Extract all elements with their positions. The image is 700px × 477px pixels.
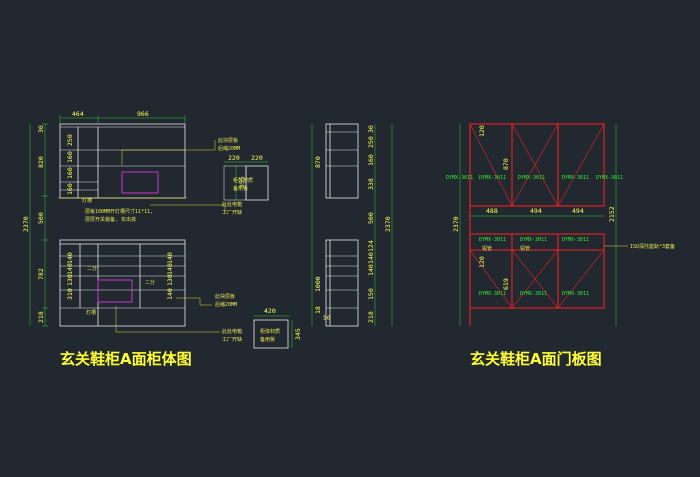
side-r-30: 30 [367,125,375,133]
dim-inner-130: 130 [66,274,74,286]
dim-left-total: 2370 [22,216,30,232]
dim-inner-r140: 140 [166,288,174,300]
note-lower-plank-2: 后缩20MM [215,301,237,308]
note-lower-factory-2: 工厂开缺 [222,336,242,343]
side-dim-870: 870 [314,156,322,168]
door-code-u1: DYMX-3011 [446,175,473,181]
door-dim-120b: 120 [478,256,486,268]
side-r-500: 500 [367,212,375,224]
dim-inner-r140c: 140 [166,252,174,264]
door-dim-total: 2370 [452,216,460,232]
note-lower-box-1: 柜体材质 [260,328,280,335]
note-lower-factory-1: 此处电箱 [222,328,242,335]
door-code-u5: DYMX-3011 [596,175,623,181]
side-dim-50: 50 [323,314,331,322]
light-slot-lower: 灯槽 [86,309,96,316]
door-code-m1: DYMX-3011 [479,237,506,243]
dim-small2-h: 345 [294,328,302,340]
note-upper-box-1: 柜体材质 [233,177,253,184]
note-mid-2: 层厚开关装备, 实出孩 [85,216,136,223]
side-r-140a: 140 [367,252,375,264]
door-dim-870: 870 [502,158,510,170]
dim-small-w2: 220 [251,154,263,162]
mark-b: 二分 [145,279,155,286]
side-view: 870 1000 18 50 30 250 160 338 500 124 14… [311,123,393,327]
dim-inner-160a: 160 [66,151,74,163]
dim-left-218: 218 [37,311,45,323]
dim-inner-160c: 160 [66,183,74,195]
dim-inner-250: 250 [66,134,74,146]
door-code-m3: DYMX-3011 [562,237,589,243]
note-upper-plank-1: 此块层板 [218,137,238,144]
dim-left-500: 500 [37,212,45,224]
door-side-note: ISO深托座轨*3套备 [630,243,675,250]
dim-small-w1: 220 [228,154,240,162]
dim-inner-r140b: 140 [166,263,174,275]
door-dim-619: 619 [502,278,510,290]
body-view-title: 玄关鞋柜A面柜体图 [60,350,192,368]
door-code-u2: DYMX-3011 [479,175,506,181]
note-upper-box-2: 备用板 [233,185,248,192]
dim-inner-160b: 160 [66,167,74,179]
side-r-140b: 140 [367,264,375,276]
door-code-l3: DYMX-3011 [562,291,589,297]
mark-a: 二分 [87,265,97,272]
door-dim-120a: 120 [478,125,486,137]
dim-top-left: 464 [72,110,84,118]
body-front-view: 464 966 30 820 500 782 218 2370 250 160 … [22,110,302,368]
door-code-u4: DYMX-3011 [562,175,589,181]
door-panel-view: 2370 120 870 2152 DYMX-3011 DYMX-3011 DY… [446,123,675,368]
dim-inner-140b: 140 [66,252,74,264]
door-code-l2: DYMX-3011 [520,291,547,297]
light-slot-upper: 灯槽 [82,197,92,204]
side-r-124: 124 [367,240,375,252]
note-mid-1: 层板100MM开灯槽尺寸11*11, [85,208,153,215]
side-r-150: 150 [367,288,375,300]
door-handle-1: 铝管 [482,245,492,252]
door-code-l1: DYMX-3011 [479,291,506,297]
side-r-250: 250 [367,136,375,148]
door-code-m2: DYMX-3011 [520,237,547,243]
door-view-title: 玄关鞋柜A面门板图 [470,350,602,368]
dim-small-h: 355 [238,176,246,188]
door-handle-2: 铝管 [520,245,530,252]
dim-left-820: 820 [37,156,45,168]
door-dim-494b: 494 [572,207,584,215]
dim-inner-r130: 130 [166,274,174,286]
side-r-218: 218 [367,311,375,323]
door-dim-488: 488 [486,207,498,215]
note-upper-factory-1: 此处电箱 [222,201,242,208]
side-r-338: 338 [367,178,375,190]
door-dim-2152: 2152 [608,206,616,222]
note-lower-plank-1: 此块层板 [215,293,235,300]
dim-top-right: 966 [137,110,149,118]
dim-inner-310: 310 [66,288,74,300]
door-dim-494a: 494 [530,207,542,215]
dim-left-782: 782 [37,268,45,280]
dim-small2-w: 420 [264,307,276,315]
side-r-160: 160 [367,154,375,166]
note-upper-plank-2: 后缩20MM [218,145,240,152]
dim-inner-140a: 140 [66,263,74,275]
note-lower-box-2: 备用板 [260,336,275,343]
side-r-total: 2370 [384,216,392,232]
side-dim-18: 18 [314,306,322,314]
note-upper-factory-2: 工厂开缺 [222,209,242,216]
side-dim-1000: 1000 [314,276,322,292]
dim-left-30: 30 [37,125,45,133]
door-code-u3: DYMX-3011 [518,175,545,181]
